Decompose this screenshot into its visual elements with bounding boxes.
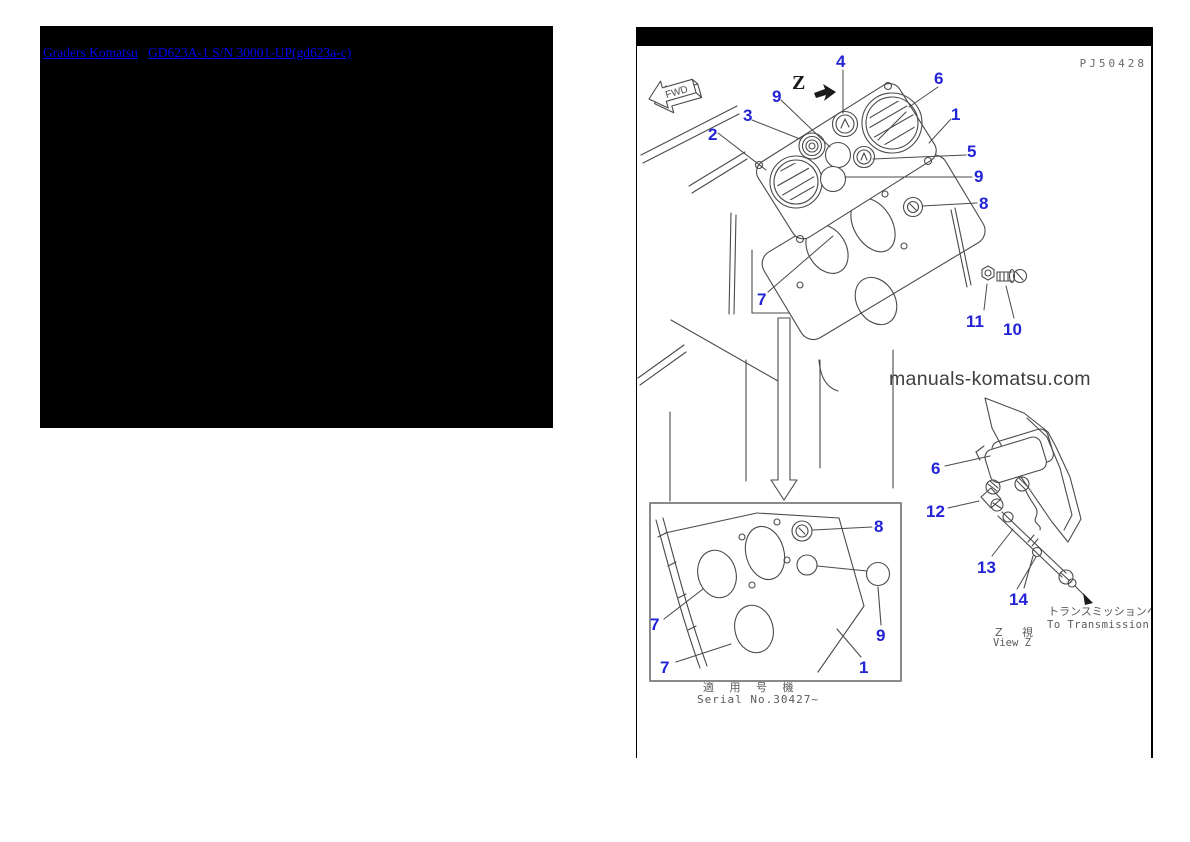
view-z-en-label: View Z: [993, 637, 1031, 649]
callout-1b: 1: [859, 658, 869, 677]
callout-8: 8: [979, 194, 989, 213]
callout-4: 4: [836, 52, 846, 71]
view-z-arrow-icon: [814, 84, 836, 101]
applicable-machines-label: 適 用 号 機: [703, 681, 800, 694]
down-arrow-icon: [770, 317, 798, 501]
breadcrumb: Graders Komatsu GD623A-1 S/N 30001-UP(gd…: [43, 45, 351, 61]
fwd-arrow-icon: FWD: [648, 78, 703, 114]
callout-2: 2: [708, 125, 718, 144]
view-z-marker: Z: [792, 72, 806, 94]
bolt-washer-drawing: [981, 265, 1028, 284]
left-page-image-placeholder: Graders Komatsu GD623A-1 S/N 30001-UP(gd…: [40, 26, 553, 428]
callout-7c: 7: [660, 658, 670, 677]
watermark: manuals-komatsu.com: [889, 368, 1091, 390]
leader-lines-main: [717, 69, 1015, 319]
callout-13: 13: [977, 558, 996, 577]
callout-9c: 9: [876, 626, 886, 645]
callout-12: 12: [926, 502, 945, 521]
leader-lines-assembly: [944, 455, 1037, 590]
to-transmission-en-label: To Transmission: [1047, 619, 1150, 631]
view-z-jp-label: Z 視: [995, 626, 1042, 639]
callout-7: 7: [757, 290, 767, 309]
link-model-serial[interactable]: GD623A-1 S/N 30001-UP(gd623a-c): [147, 45, 352, 60]
callout-3: 3: [743, 106, 753, 125]
callout-9b: 9: [974, 167, 984, 186]
callout-10: 10: [1003, 320, 1022, 339]
callout-14: 14: [1009, 590, 1028, 609]
link-graders-komatsu[interactable]: Graders Komatsu: [43, 45, 138, 60]
dash-context-lines: [637, 105, 894, 502]
speedo-cable-assembly-drawing: [975, 397, 1093, 605]
figure-code: PJ50428: [1079, 57, 1147, 70]
serial-inset-drawing: [649, 502, 902, 682]
parts-diagram: FWD: [637, 69, 1093, 682]
callout-7b: 7: [650, 615, 660, 634]
callout-6b: 6: [931, 459, 941, 478]
to-transmission-jp-label: トランスミッションへ: [1048, 605, 1153, 618]
figure-top-bar: [637, 27, 1151, 46]
callout-1: 1: [951, 105, 961, 124]
callout-8b: 8: [874, 517, 884, 536]
callout-5: 5: [967, 142, 977, 161]
serial-range-label: Serial No.30427~: [697, 693, 819, 706]
callout-9: 9: [772, 87, 782, 106]
callout-11: 11: [966, 312, 984, 331]
parts-figure-panel: FWD: [636, 27, 1153, 758]
callout-6: 6: [934, 69, 944, 88]
breadcrumb-spacer: [141, 45, 144, 60]
